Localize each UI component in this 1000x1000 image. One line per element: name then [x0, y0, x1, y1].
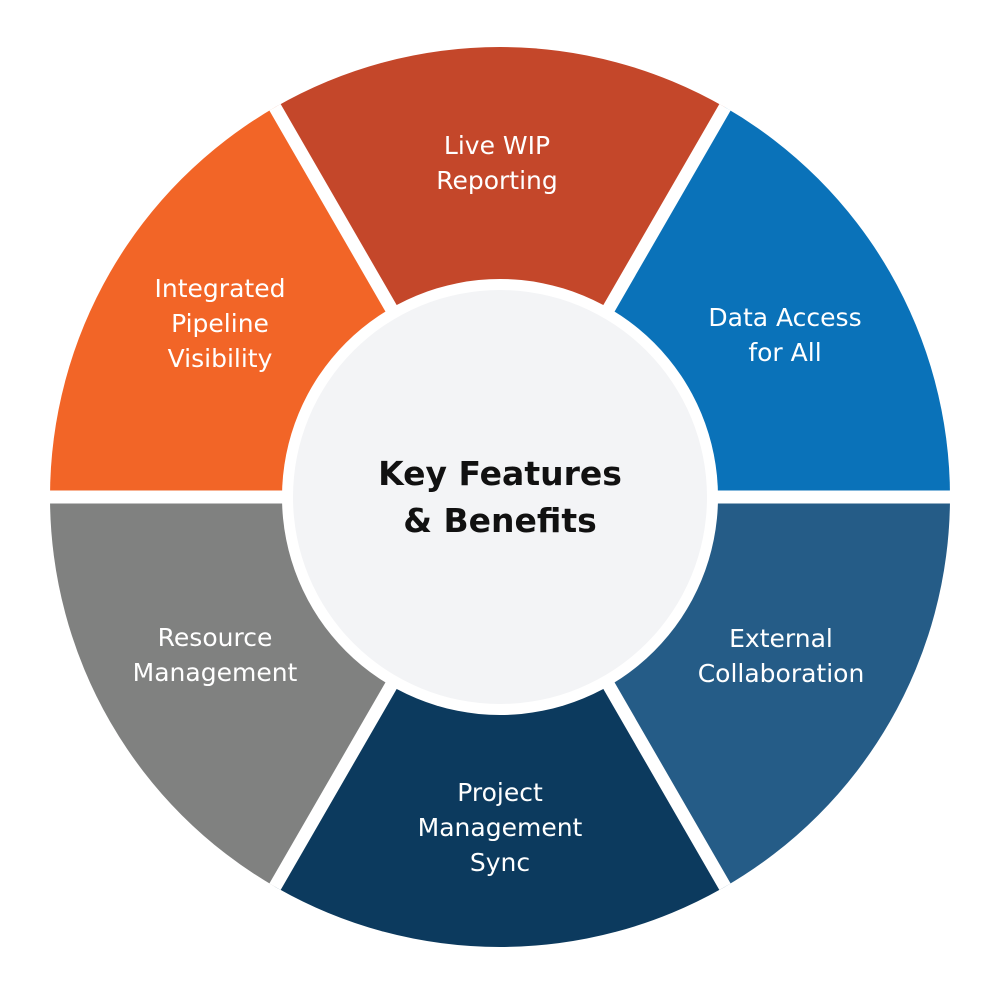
- segment-label-external-collaboration: Collaboration: [698, 659, 865, 688]
- segment-label-live-wip-reporting: Live WIP: [444, 131, 550, 160]
- segment-label-project-management-sync: Project: [457, 778, 543, 807]
- segment-label-integrated-pipeline-visibility: Pipeline: [171, 309, 269, 338]
- center-title-line-2: & Benefits: [403, 501, 597, 540]
- center-title-line-1: Key Features: [378, 454, 622, 493]
- segment-label-resource-management: Resource: [158, 623, 273, 652]
- segment-live-wip-reporting: [275, 46, 725, 497]
- center-circle: [293, 290, 707, 704]
- segment-project-management-sync: [275, 497, 725, 948]
- segment-label-integrated-pipeline-visibility: Integrated: [155, 274, 286, 303]
- segment-label-resource-management: Management: [133, 658, 298, 687]
- segment-label-data-access-for-all: Data Access: [708, 303, 861, 332]
- segment-label-data-access-for-all: for All: [748, 338, 821, 367]
- segment-label-external-collaboration: External: [729, 624, 833, 653]
- segment-label-integrated-pipeline-visibility: Visibility: [168, 344, 273, 373]
- segment-label-live-wip-reporting: Reporting: [436, 166, 558, 195]
- segment-label-project-management-sync: Sync: [470, 848, 530, 877]
- segment-label-project-management-sync: Management: [418, 813, 583, 842]
